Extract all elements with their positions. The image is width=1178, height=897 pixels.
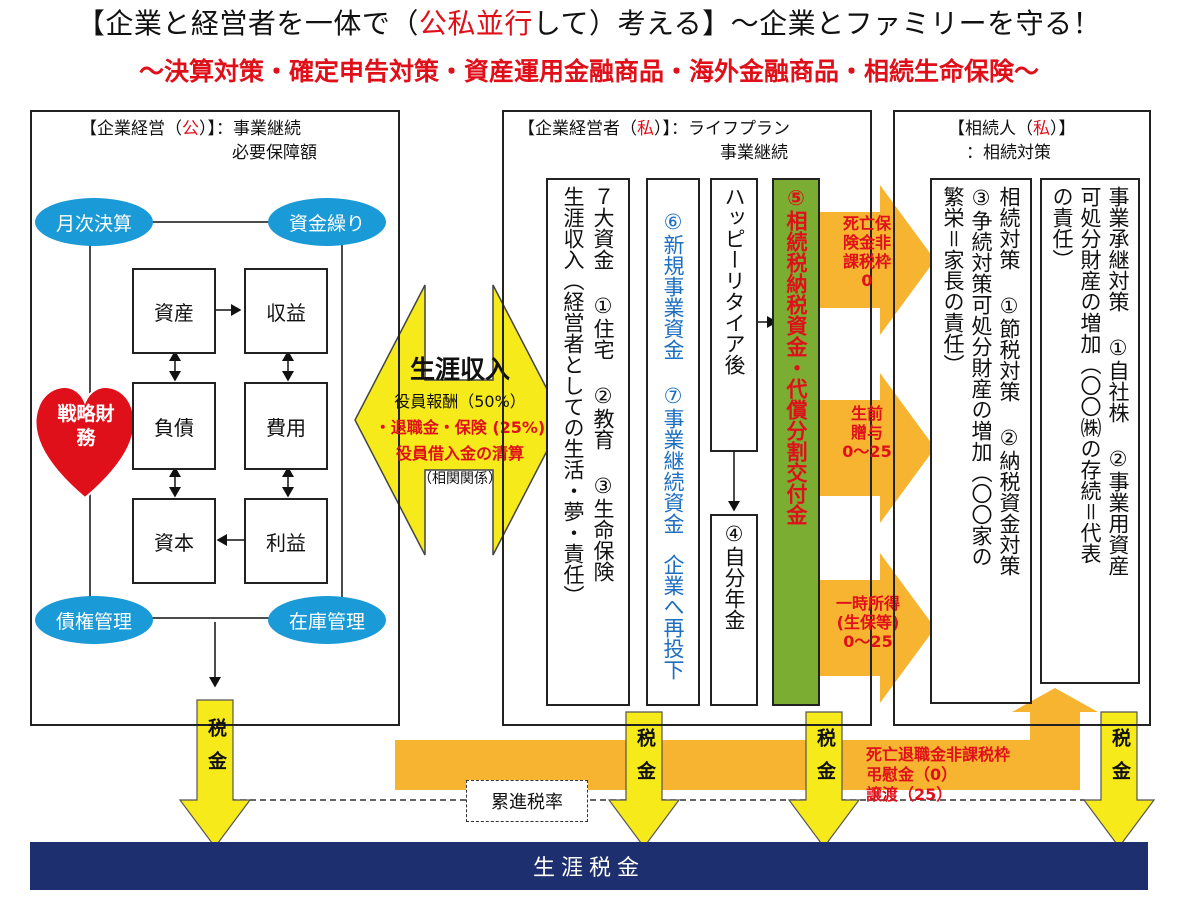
col-life-funds: ７大資金 ①住宅 ②教育 ③生命保険 生涯収入（経営者としての生活・夢・責任） [546,178,630,706]
tax-label-1: 税金 [205,718,227,784]
bottom-labels: 死亡退職金非課税枠 弔慰金（0） 譲渡（25） [866,745,1010,805]
orange-band-arrow [395,688,1098,790]
panel-heirs-subtitle: ：相続対策 [966,143,1051,163]
col-inheritance-tax: ⑤相続税納税資金・代償分割交付金 [772,178,820,706]
subtitle: ～決算対策・確定申告対策・資産運用金融商品・海外金融商品・相続生命保険～ [138,57,1039,86]
oval-monthly-closing: 月次決算 [35,198,153,246]
orange-arrow-3 [815,553,935,703]
col-life-funds-line2: 生涯収入（経営者としての生活・夢・責任） [561,186,585,606]
box-capital: 資本 [132,498,216,584]
col-new-business: ⑥新規事業資金 ⑦事業継続資金 企業へ再投下 [646,178,700,706]
panel-corporate [30,110,400,726]
tax-arrow-2 [607,711,681,849]
center-line1: 役員報酬（50%） [394,392,526,411]
main-title: 【企業と経営者を一体で（公私並行して）考える】～企業とファミリーを守る！ [76,7,1102,40]
col-happy-retire: ハッピーリタイア後 [710,178,758,452]
arrow-label-temporary-income: 一時所得(生保等)0～25 [835,594,900,651]
label-condolence: 弔慰金（0） [866,765,958,784]
tax-arrow-1 [178,699,252,849]
box-liabilities: 負債 [132,382,216,470]
tax-label-3: 税金 [814,728,836,794]
col-new-business-line2: 企業へ再投下 [661,554,685,680]
tax-label-2: 税金 [634,728,656,794]
box-expenses: 費用 [244,382,328,470]
tax-label-4: 税金 [1109,728,1131,794]
label-retirement-exempt: 死亡退職金非課税枠 [866,745,1011,764]
box-revenue: 収益 [244,268,328,354]
center-heading: 生涯収入 [409,355,510,384]
panel-heirs-title: 【相続人（私）】 [948,119,1076,139]
panel-corporate-subtitle: 必要保障額 [232,143,317,163]
title-highlight: 公私並行 [418,7,533,40]
col-life-funds-line1: ７大資金 ①住宅 ②教育 ③生命保険 [591,186,615,582]
col-inheritance-planning: 相続対策 ①節税対策 ②納税資金対策 ③争続対策可処分財産の増加（〇〇家の 繁栄… [930,178,1032,704]
heart-label: 戦略財務 [57,403,115,449]
oval-receivables: 債権管理 [35,596,153,644]
box-assets: 資産 [132,268,216,354]
oval-inventory: 在庫管理 [268,596,386,644]
panel-executive-subtitle: 事業継続 [720,143,788,163]
tax-arrow-4 [1082,711,1156,849]
center-line4: （相関関係） [418,471,502,487]
col-new-business-line1: ⑥新規事業資金 ⑦事業継続資金 [661,210,685,534]
lifetime-tax-bar: 生涯税金 [30,842,1148,890]
panel-executive [502,110,872,726]
panel-executive-title: 【企業経営者（私）】：ライフプラン [518,119,790,139]
center-line3: 役員借入金の清算 [395,444,524,463]
panel-corporate-title: 【企業経営（公）】：事業継続 [80,119,301,139]
box-profit: 利益 [244,498,328,584]
col-own-pension: ④自分年金 [710,514,758,706]
tax-arrow-3 [787,711,861,849]
orange-arrow-2 [815,373,935,523]
panel-heirs [893,110,1151,726]
progressive-tax-label: 累進税率 [466,780,588,822]
label-transfer: 譲渡（25） [866,785,953,804]
oval-cash-flow: 資金繰り [268,198,386,246]
col-succession-planning: 事業承継対策 ①自社株 ②事業用資産 可処分財産の増加（〇〇㈱の存続＝代表 の責… [1040,178,1140,684]
orange-arrow-1 [815,185,935,335]
